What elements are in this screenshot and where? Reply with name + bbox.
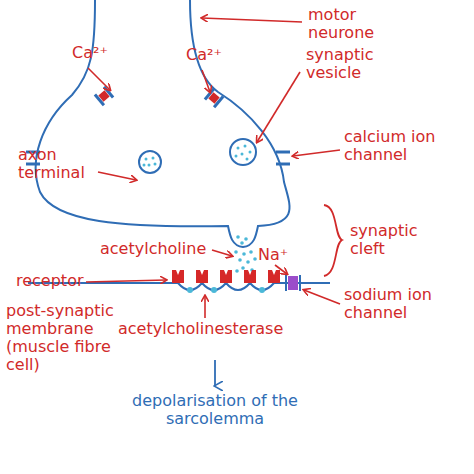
part-label: calcium ion channel bbox=[344, 128, 452, 164]
calcium-channel bbox=[276, 152, 290, 164]
part-label: post-synaptic membrane (muscle fibre cel… bbox=[6, 302, 118, 374]
synaptic-vesicle bbox=[230, 139, 256, 165]
ion-label: Na⁺ bbox=[258, 246, 298, 264]
ion-label: Ca²⁺ bbox=[72, 44, 122, 62]
ion-label: Ca²⁺ bbox=[186, 46, 236, 64]
part-label: sodium ion channel bbox=[344, 286, 452, 322]
receptor-symbols bbox=[172, 270, 280, 283]
part-label: receptor bbox=[16, 272, 106, 290]
part-label: acetylcholine bbox=[100, 240, 240, 258]
sodium-channel bbox=[286, 275, 300, 291]
acetylcholinesterase-dots bbox=[187, 287, 265, 293]
calcium-channel bbox=[205, 89, 223, 107]
part-label: acetylcholinesterase bbox=[118, 320, 318, 338]
result-label: depolarisation of the sarcolemma bbox=[125, 392, 305, 428]
synaptic-vesicle bbox=[139, 151, 161, 173]
neurone-membrane bbox=[36, 0, 290, 247]
part-label: axon terminal bbox=[18, 146, 98, 182]
part-label: synaptic cleft bbox=[350, 222, 434, 258]
cleft-bracket bbox=[324, 205, 342, 276]
down-arrow bbox=[214, 360, 216, 386]
part-label: motor neurone bbox=[308, 6, 388, 42]
acetylcholine-dots bbox=[234, 235, 257, 273]
part-label: synaptic vesicle bbox=[306, 46, 398, 82]
leader-arrows bbox=[86, 18, 340, 318]
